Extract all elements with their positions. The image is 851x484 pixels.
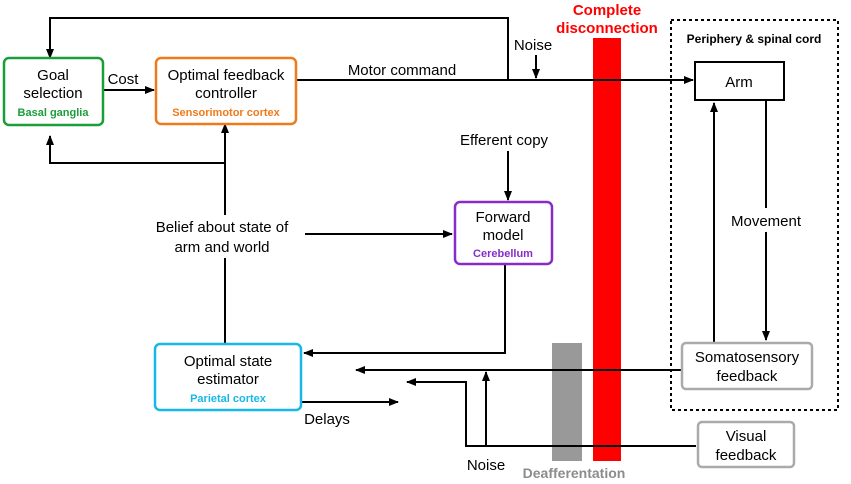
complete-disconnection-bar — [593, 38, 621, 461]
ofc-line2: controller — [195, 85, 257, 102]
visual-line1: Visual — [726, 428, 767, 445]
soma-line2: feedback — [717, 368, 778, 385]
goal-line1: Goal — [37, 67, 69, 84]
belief-label-line2: arm and world — [174, 239, 269, 256]
state-estimator-node: Optimal state estimator Parietal cortex — [153, 342, 303, 412]
ose-line2: estimator — [197, 371, 259, 388]
visual-line2: feedback — [716, 447, 777, 464]
forward-sub: Cerebellum — [473, 248, 533, 260]
noise-top-label: Noise — [514, 37, 552, 54]
deafferentation-bar — [552, 343, 582, 461]
periphery-region — [670, 19, 839, 411]
connections — [46, 17, 770, 447]
goal-sub: Basal ganglia — [18, 107, 90, 119]
visual-feedback-node: Visual feedback — [696, 420, 796, 469]
movement-label: Movement — [731, 213, 802, 230]
efferent-copy-label: Efferent copy — [460, 132, 549, 149]
arrow-belief-to-goal — [46, 135, 225, 164]
delays-label: Delays — [304, 411, 350, 428]
forward-line2: model — [483, 227, 524, 244]
forward-model-node: Forward model Cerebellum — [453, 200, 554, 266]
soma-line1: Somatosensory — [695, 349, 800, 366]
ofc-sub: Sensorimotor cortex — [172, 107, 280, 119]
belief-label-line1: Belief about state of — [156, 219, 289, 236]
arrow-top-loop-to-goal — [46, 17, 509, 80]
goal-line2: selection — [23, 85, 82, 102]
complete-label-line2: disconnection — [556, 20, 658, 37]
arrow-visual-back — [406, 378, 696, 447]
arm-node: Arm — [694, 61, 785, 101]
somatosensory-node: Somatosensory feedback — [680, 341, 814, 391]
efferent-label-bg — [449, 129, 559, 151]
ofc-node: Optimal feedback controller Sensorimotor… — [154, 56, 298, 126]
complete-label-line1: Complete — [573, 2, 641, 19]
goal-selection-node: Goal selection Basal ganglia — [2, 56, 105, 127]
arm-label: Arm — [725, 74, 753, 91]
arrow-forward-to-estimator — [303, 263, 506, 357]
cost-label: Cost — [108, 71, 140, 88]
ose-line1: Optimal state — [184, 353, 272, 370]
ose-sub: Parietal cortex — [190, 393, 267, 405]
noise-bottom-label: Noise — [467, 457, 505, 474]
periphery-label: Periphery & spinal cord — [687, 32, 822, 46]
forward-line1: Forward — [475, 209, 530, 226]
movement-label-bg — [716, 208, 816, 232]
belief-label-bg — [140, 215, 305, 258]
motor-command-label: Motor command — [348, 62, 456, 79]
deafferentation-label: Deafferentation — [523, 465, 626, 481]
ofc-line1: Optimal feedback — [168, 67, 285, 84]
